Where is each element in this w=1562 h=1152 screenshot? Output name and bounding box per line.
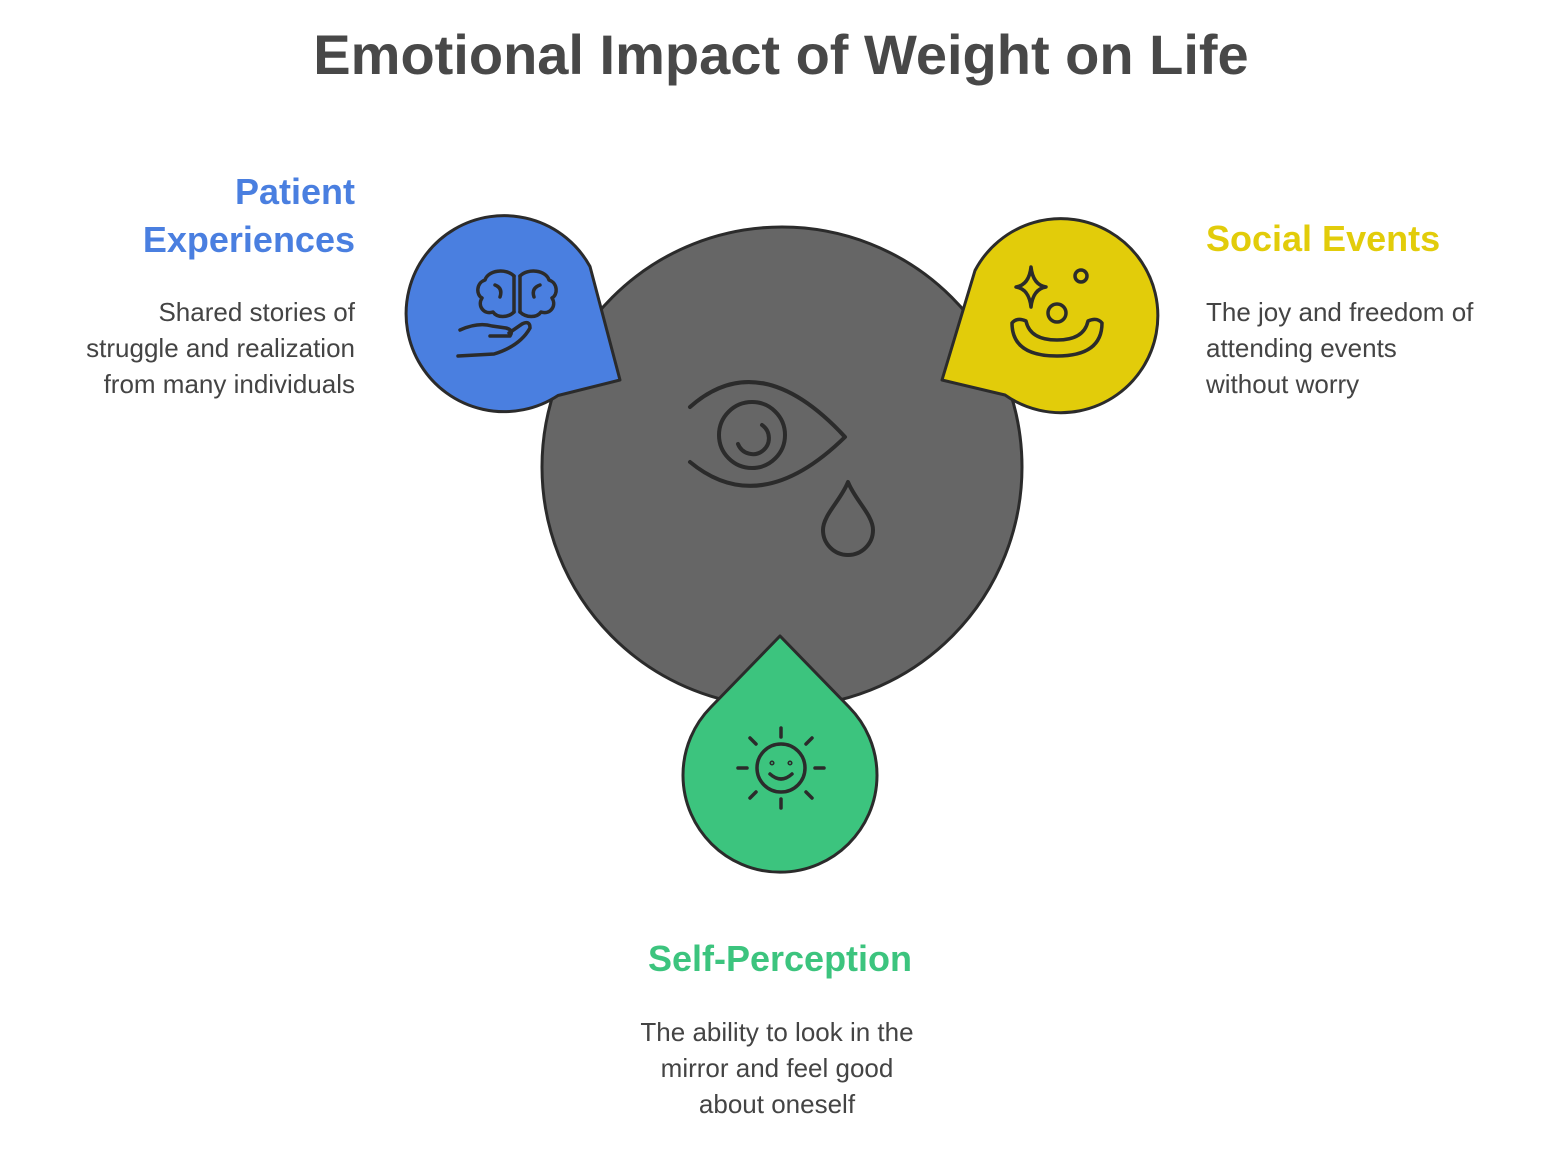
self-perception-heading: Self-Perception	[647, 938, 913, 979]
clown-face-icon	[1010, 265, 1104, 358]
crying-eye-icon	[688, 380, 875, 557]
self-perception-description: The ability to look in the mirror and fe…	[527, 1014, 1027, 1122]
self-perception-desc-line2: mirror and feel good	[660, 1053, 894, 1083]
self-perception-desc-line3: about oneself	[698, 1089, 856, 1119]
patient-experiences-desc-line3: from many individuals	[103, 369, 355, 399]
patient-experiences-desc-line1: Shared stories of	[158, 297, 355, 327]
patient-experiences-desc-line2: struggle and realization	[86, 333, 355, 363]
self-perception-droplet	[681, 634, 879, 874]
social-events-description: The joy and freedom of attending events …	[1206, 294, 1556, 402]
diagram-title: Emotional Impact of Weight on Life	[313, 23, 1249, 86]
patient-experiences-heading: Patient Experiences	[55, 168, 355, 264]
social-events-desc-line1: The joy and freedom of	[1206, 297, 1474, 327]
social-events-desc-line2: attending events	[1206, 333, 1397, 363]
patient-experiences-description: Shared stories of struggle and realizati…	[5, 294, 355, 402]
patient-experiences-heading-line2: Experiences	[142, 219, 355, 260]
social-events-heading: Social Events	[1206, 218, 1441, 259]
center-circle	[540, 225, 1024, 709]
self-perception-desc-line1: The ability to look in the	[640, 1017, 914, 1047]
brain-hand-icon	[456, 269, 558, 358]
smiling-sun-icon	[736, 726, 826, 810]
social-events-desc-line3: without worry	[1206, 369, 1360, 399]
patient-experiences-heading-line1: Patient	[234, 171, 355, 212]
